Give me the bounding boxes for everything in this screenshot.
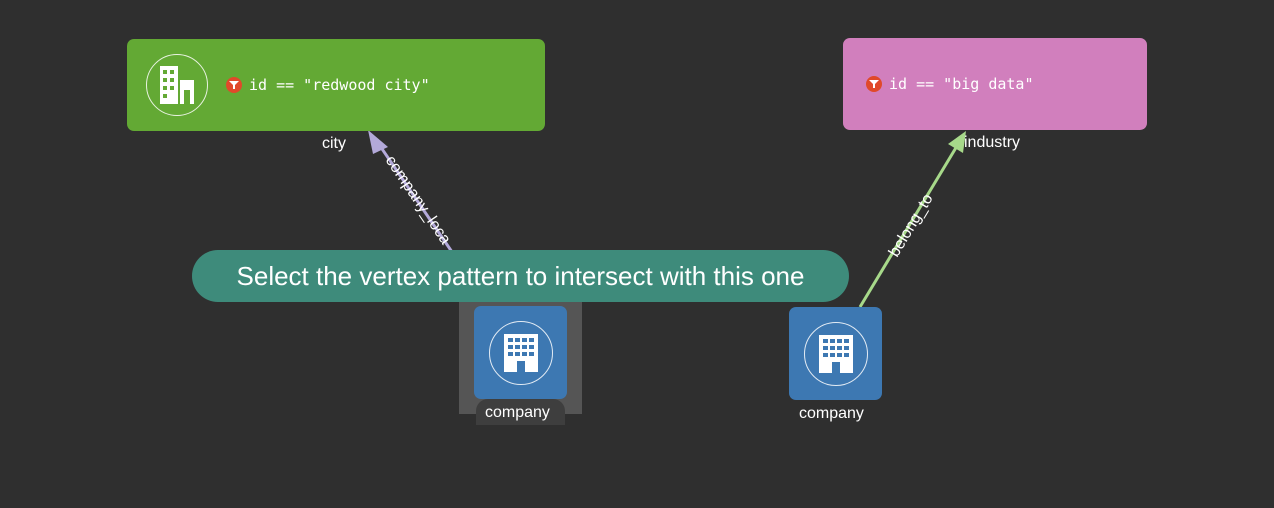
industry-vertex-pattern[interactable]: id == "big data" [843, 38, 1147, 130]
city-type-label: city [322, 135, 346, 152]
edge-label-company-location: company_loca [382, 153, 454, 248]
filter-icon [866, 76, 882, 92]
company-icon-badge [488, 320, 553, 385]
city-filter-text: id == "redwood city" [249, 76, 430, 94]
industry-type-label: industry [964, 134, 1021, 151]
edge-arrowhead [368, 130, 388, 154]
filter-icon [226, 77, 242, 93]
city-vertex-pattern[interactable]: id == "redwood city" [127, 39, 545, 131]
selection-label-background [476, 399, 565, 425]
city-icon-badge [146, 54, 208, 116]
company-vertex-pattern[interactable] [789, 307, 882, 400]
office-building-icon [503, 333, 538, 372]
edge-belong-to[interactable]: belong_to [858, 131, 966, 308]
edge-label-belong-to: belong_to [886, 191, 937, 260]
company-left-type-label: company [485, 404, 550, 421]
industry-filter-text: id == "big data" [889, 75, 1034, 93]
company-vertex-pattern-selected[interactable] [474, 306, 567, 399]
company-right-type-label: company [799, 405, 864, 422]
edge-arrowhead [948, 131, 966, 153]
office-building-icon [818, 334, 853, 373]
instruction-tooltip-text: Select the vertex pattern to intersect w… [236, 260, 805, 291]
instruction-tooltip: Select the vertex pattern to intersect w… [192, 250, 849, 302]
industry-filter[interactable]: id == "big data" [866, 75, 1034, 93]
city-buildings-icon [160, 66, 194, 104]
city-filter[interactable]: id == "redwood city" [226, 76, 430, 94]
company-icon-badge [803, 321, 868, 386]
